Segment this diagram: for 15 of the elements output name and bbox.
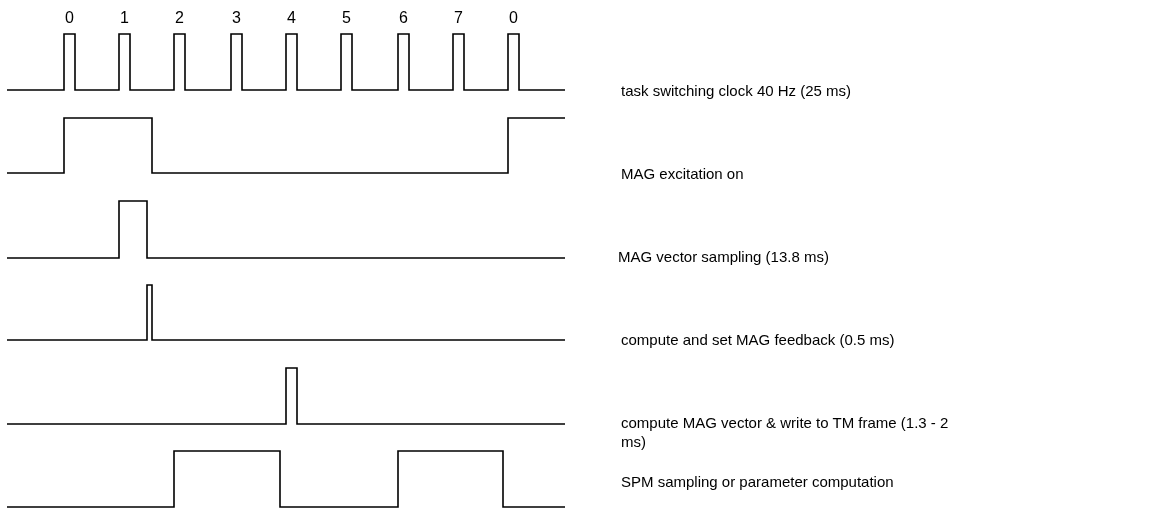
signal-label: SPM sampling or parameter computation [621,472,895,491]
cycle-number: 2 [174,8,185,27]
cycle-number: 4 [286,8,297,27]
signal-label: MAG vector sampling (13.8 ms) [618,247,830,266]
cycle-number: 0 [64,8,75,27]
cycle-number: 6 [398,8,409,27]
cycle-number: 7 [453,8,464,27]
signal-label: compute and set MAG feedback (0.5 ms) [621,330,896,349]
cycle-number: 3 [231,8,242,27]
signal-label: compute MAG vector & write to TM frame (1.3 - 2 ms) [621,413,950,451]
signal-label: task switching clock 40 Hz (25 ms) [621,81,853,100]
cycle-number: 0 [508,8,519,27]
cycle-number: 1 [119,8,130,27]
cycle-number: 5 [341,8,352,27]
signal-label: MAG excitation on [621,164,745,183]
